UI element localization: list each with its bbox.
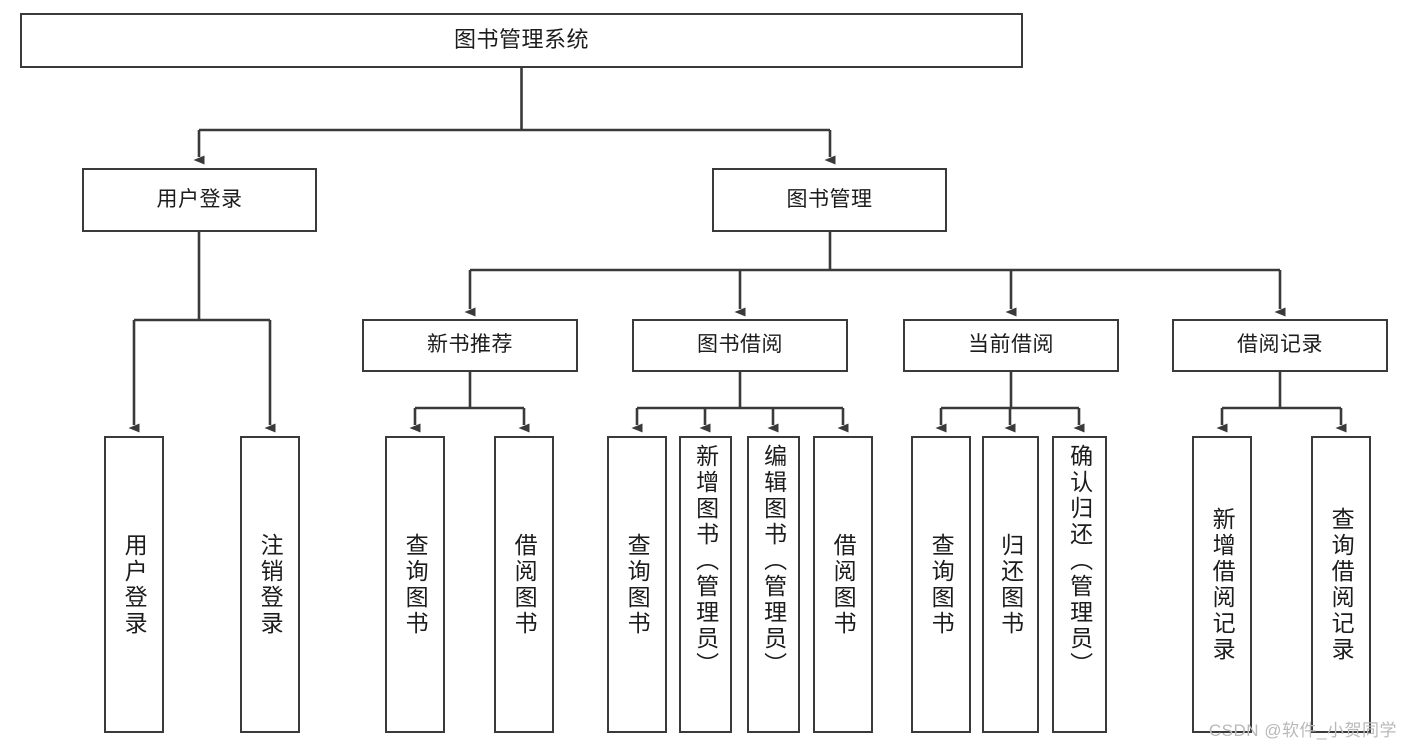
node-leaf-add-book-label: 新增图书（管理员）	[692, 444, 719, 678]
node-leaf-query-book-2-label: 查询图书	[624, 532, 651, 637]
node-leaf-query-book-2[interactable]: 查询图书	[607, 436, 667, 733]
node-leaf-borrow-book-2[interactable]: 借阅图书	[813, 436, 873, 733]
node-leaf-query-book-3-label: 查询图书	[928, 532, 955, 637]
node-current-borrow-label: 当前借阅	[968, 333, 1054, 357]
node-leaf-confirm-return-label: 确认归还（管理员）	[1066, 444, 1093, 678]
node-book-manage-label: 图书管理	[786, 187, 873, 211]
node-root[interactable]: 图书管理系统	[20, 13, 1023, 68]
node-book-borrow-label: 图书借阅	[697, 333, 783, 357]
node-current-borrow[interactable]: 当前借阅	[903, 319, 1119, 372]
node-leaf-query-record-label: 查询借阅记录	[1328, 506, 1355, 663]
node-book-borrow[interactable]: 图书借阅	[632, 319, 848, 372]
node-leaf-query-book-1-label: 查询图书	[402, 532, 429, 637]
node-leaf-user-login-label: 用户登录	[121, 532, 148, 637]
node-leaf-borrow-book-2-label: 借阅图书	[830, 532, 857, 637]
node-leaf-edit-book[interactable]: 编辑图书（管理员）	[747, 436, 800, 733]
node-borrow-record[interactable]: 借阅记录	[1172, 319, 1388, 372]
node-user-login-label: 用户登录	[156, 187, 243, 211]
node-borrow-record-label: 借阅记录	[1237, 333, 1323, 357]
node-leaf-logout-label: 注销登录	[257, 532, 284, 637]
node-new-book-rec[interactable]: 新书推荐	[362, 319, 578, 372]
node-leaf-borrow-book-1-label: 借阅图书	[511, 532, 538, 637]
node-leaf-query-record[interactable]: 查询借阅记录	[1311, 436, 1371, 733]
node-user-login[interactable]: 用户登录	[82, 168, 317, 232]
node-leaf-return-book-label: 归还图书	[997, 532, 1024, 637]
node-leaf-return-book[interactable]: 归还图书	[982, 436, 1039, 733]
node-root-label: 图书管理系统	[453, 27, 589, 53]
node-leaf-add-book[interactable]: 新增图书（管理员）	[679, 436, 732, 733]
node-new-book-rec-label: 新书推荐	[427, 333, 513, 357]
node-leaf-edit-book-label: 编辑图书（管理员）	[760, 444, 787, 678]
node-leaf-user-login[interactable]: 用户登录	[104, 436, 164, 733]
node-leaf-query-book-1[interactable]: 查询图书	[385, 436, 445, 733]
node-leaf-add-record-label: 新增借阅记录	[1209, 506, 1236, 663]
node-book-manage[interactable]: 图书管理	[712, 168, 947, 232]
watermark: CSDN @软件_小贺同学	[1208, 721, 1397, 740]
node-leaf-confirm-return[interactable]: 确认归还（管理员）	[1052, 436, 1107, 733]
node-leaf-logout[interactable]: 注销登录	[240, 436, 300, 733]
node-leaf-borrow-book-1[interactable]: 借阅图书	[494, 436, 554, 733]
node-leaf-query-book-3[interactable]: 查询图书	[911, 436, 971, 733]
node-leaf-add-record[interactable]: 新增借阅记录	[1192, 436, 1252, 733]
